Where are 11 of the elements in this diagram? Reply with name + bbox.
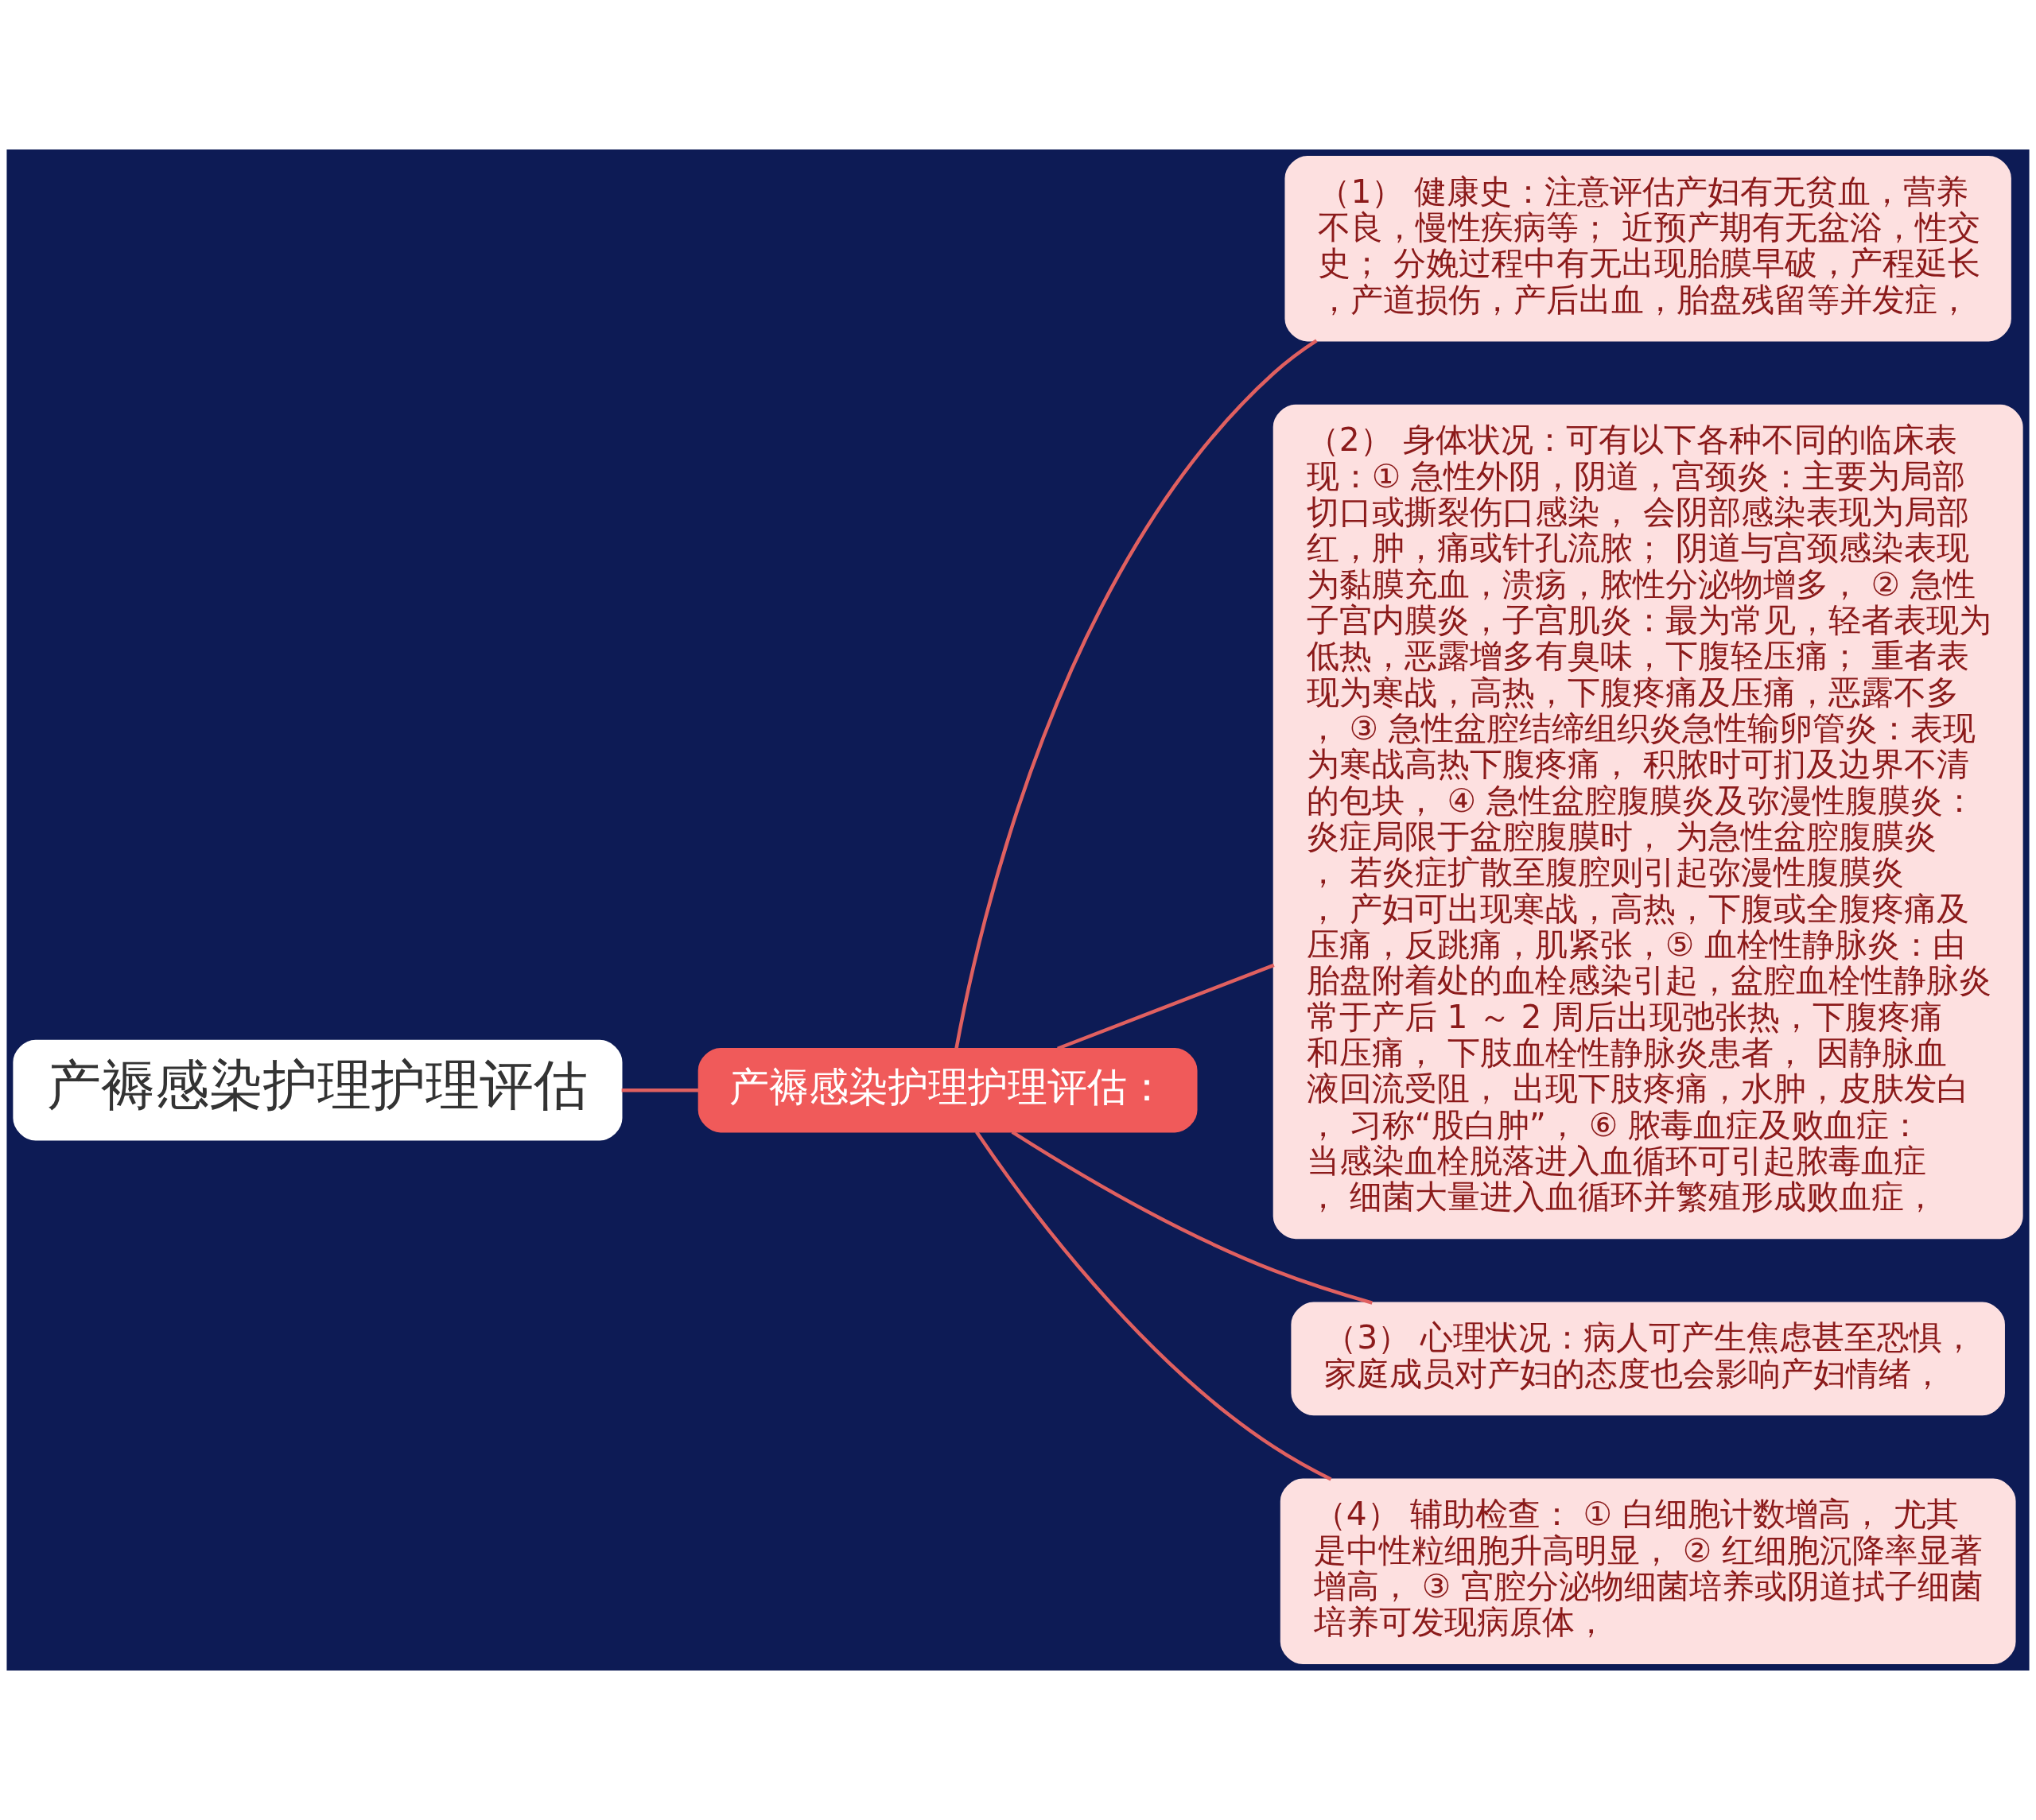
connector bbox=[1011, 1130, 1373, 1305]
connector bbox=[974, 1131, 1332, 1481]
node-box: （4） 辅助检查： ① 白细胞计数增高， 尤其是中性粒细胞升高明显， ② 红细胞沉降率显著增高， ③ 宫腔分泌物细菌培养或阴道拭子细菌培养可发现病原体， bbox=[1280, 1478, 2016, 1665]
node-box: 产褥感染护理护理评估： bbox=[697, 1047, 1198, 1133]
node-box: （2） 身体状况：可有以下各种不同的临床表现：① 急性外阴，阴道，宫颈炎：主要为局部切口或撕裂伤口感染， 会阴部感染表现为局部红，肿，痛或针孔流脓； 阴道与宫颈感染表现为黏膜充血，溃疡，脓性分泌物增多， ② 急性子宫内膜炎，子宫肌炎：最为常见，轻者表现为低热，恶露增多有臭味，下腹轻压痛； 重者表现为寒战，高热，下腹疼痛及压痛，恶露不多， ③ 急性盆腔结缔组织炎急性输卵管炎：表现为寒战高热下腹疼痛， 积脓时可扪及边界不清的包块， ④ 急性盆腔腹膜炎及弥漫性腹膜炎：炎症局限于盆腔腹膜时， 为急性盆腔腹膜炎， 若炎症扩散至腹腔则引起弥漫性腹膜炎， 产妇可出现寒战，高热，下腹或全腹疼痛及压痛，反跳痛，肌紧张，⑤ 血栓性静脉炎：由胎盘附着处的血栓感染引起，盆腔血栓性静脉炎常于产后 1 ～ 2 周后出现弛张热，下腹疼痛和压痛， 下肢血栓性静脉炎患者， 因静脉血液回流受阻， 出现下肢疼痛，水肿，皮肤发白， 习称“股白肿”， ⑥ 脓毒血症及败血症：当感染血栓脱落进入血循环可引起脓毒血症， 细菌大量进入血循环并繁殖形成败血症， bbox=[1272, 404, 2023, 1240]
connector bbox=[954, 339, 1318, 1050]
node-box: 产褥感染护理护理评估 bbox=[13, 1039, 623, 1141]
node-box: （3） 心理状况：病人可产生焦虑甚至恐惧，家庭成员对产妇的态度也会影响产妇情绪， bbox=[1291, 1302, 2005, 1416]
node-box: （1） 健康史：注意评估产妇有无贫血，营养不良，慢性疾病等； 近预产期有无盆浴，性交史； 分娩过程中有无出现胎膜早破，产程延长，产道损伤，产后出血，胎盘残留等并发症， bbox=[1284, 155, 2011, 342]
connector bbox=[621, 1088, 699, 1092]
connector bbox=[1057, 963, 1275, 1050]
